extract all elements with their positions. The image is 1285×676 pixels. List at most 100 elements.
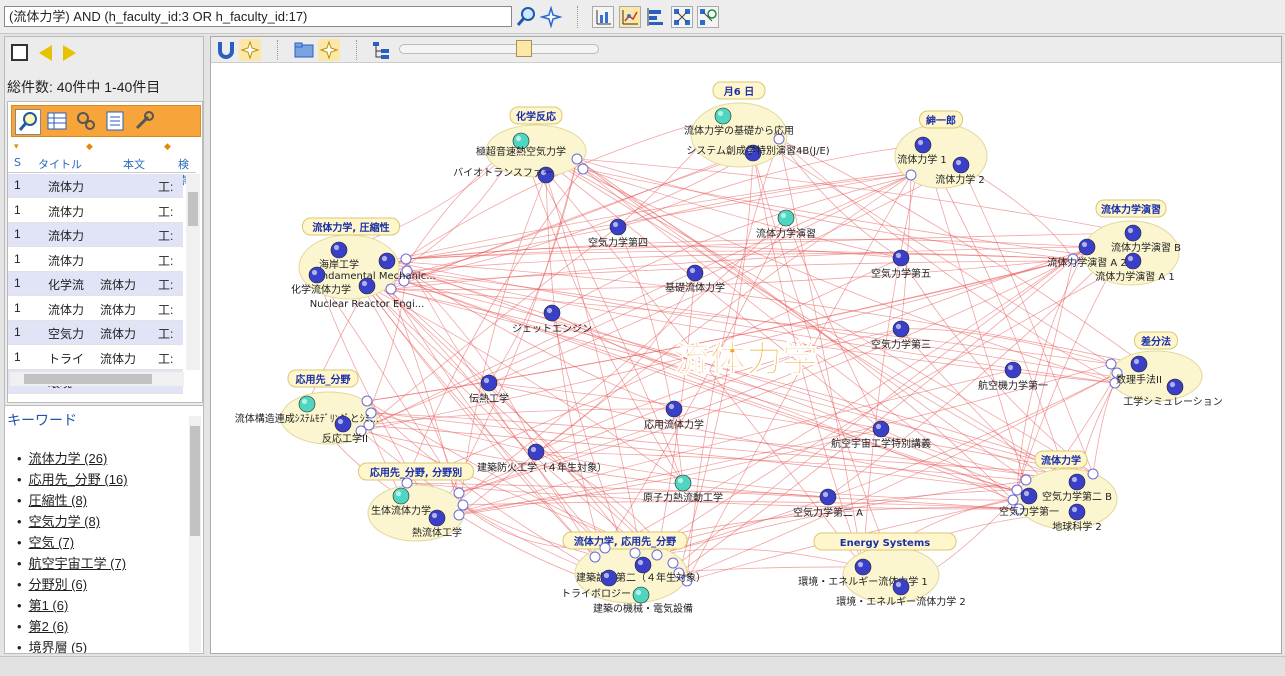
- sort-icon[interactable]: ◆: [86, 142, 93, 152]
- table-cell: 1: [14, 178, 21, 192]
- search-query-input[interactable]: (流体力学) AND (h_faculty_id:3 OR h_faculty_…: [4, 6, 512, 27]
- keyword-link[interactable]: 第1 (6): [28, 598, 69, 613]
- previous-page-icon[interactable]: [39, 45, 52, 61]
- graph-edge: [582, 168, 902, 259]
- column-header-title[interactable]: タイトル: [38, 158, 82, 171]
- graph-edge: [640, 246, 1088, 596]
- zoom-slider-thumb[interactable]: [516, 40, 532, 57]
- graph-node-label: 航空機力学第一: [978, 379, 1048, 392]
- node-highlight: [677, 477, 684, 484]
- group-anchor: [453, 487, 465, 499]
- column-header-body[interactable]: 本文: [123, 158, 145, 171]
- group-anchor: [651, 549, 663, 561]
- node-highlight: [689, 267, 696, 274]
- graph-node: [952, 156, 970, 174]
- folder-icon[interactable]: [293, 39, 315, 61]
- table-cell: 工:: [158, 278, 174, 292]
- graph-edge: [368, 408, 675, 426]
- graph-edge: [520, 140, 1094, 475]
- group-label: 流体力学演習: [1101, 203, 1161, 216]
- graph-edge: [785, 217, 882, 430]
- group-anchor: [401, 265, 413, 277]
- keyword-item: 応用先_分野 (16): [17, 469, 187, 490]
- keyword-group: [690, 102, 788, 168]
- group-anchor: [457, 499, 469, 511]
- chart-scatter-icon[interactable]: [619, 6, 641, 28]
- graph-node: [665, 400, 683, 418]
- magnet-icon[interactable]: [215, 39, 237, 61]
- chart-tree-icon[interactable]: [592, 6, 614, 28]
- graph-node-label: 流体力学の基礎から応用: [684, 124, 794, 137]
- keyword-link[interactable]: 圧縮性 (8): [28, 493, 88, 508]
- table-vertical-scrollbar[interactable]: [186, 174, 200, 370]
- bar-chart-icon[interactable]: [645, 6, 667, 28]
- graph-nodes: 極超音速熱空気力学バイオトランスファー流体力学の基礎から応用システム創成学特別演…: [235, 107, 1223, 615]
- wrench-icon[interactable]: [132, 109, 158, 135]
- table-horizontal-scrollbar[interactable]: [10, 372, 184, 386]
- graph-node-label: 空気力学第一: [999, 505, 1059, 518]
- graph-node: [298, 395, 316, 413]
- column-header-search[interactable]: 検索: [178, 158, 189, 187]
- keyword-item: 第1 (6): [17, 595, 187, 616]
- group-label-box: [287, 369, 359, 388]
- highlight-icon[interactable]: [318, 39, 340, 61]
- tree-layout-icon[interactable]: [371, 39, 393, 61]
- sparkle-icon[interactable]: [539, 5, 563, 29]
- graph-node-label: 空気力学第二 A: [793, 506, 863, 519]
- keyword-network-graph[interactable]: 化学反応月6 日紳一郎流体力学演習流体力学, 圧縮性応用先_分野差分法流体力学応…: [211, 63, 1281, 655]
- result-navigation: 総件数: 40件中 1-40件目: [5, 37, 203, 99]
- keyword-link[interactable]: 境界層 (5): [28, 640, 88, 653]
- document-list-icon[interactable]: [103, 109, 129, 135]
- graph-edge: [656, 548, 864, 568]
- sort-icon[interactable]: ▾: [14, 142, 19, 152]
- graph-node: [777, 209, 795, 227]
- keyword-link[interactable]: 流体力学 (26): [28, 451, 108, 466]
- keyword-link[interactable]: 第2 (6): [28, 619, 69, 634]
- network-icon[interactable]: [671, 6, 693, 28]
- node-highlight: [875, 423, 882, 430]
- status-bar: [0, 656, 1285, 676]
- group-label-box: [509, 106, 563, 125]
- next-page-icon[interactable]: [63, 45, 76, 61]
- keyword-link[interactable]: 応用先_分野 (16): [28, 472, 128, 487]
- keyword-title: キーワード: [7, 412, 77, 428]
- keyword-scrollbar[interactable]: [189, 416, 201, 652]
- sort-icon[interactable]: ◆: [164, 142, 171, 152]
- graph-node-label: 空気力学第三: [871, 338, 931, 351]
- keyword-link[interactable]: 航空宇宙工学 (7): [28, 556, 127, 571]
- graph-edge: [617, 144, 924, 228]
- graph-node: [358, 277, 376, 295]
- graph-edge: [576, 158, 1074, 260]
- table-cell: 化学流: [48, 278, 85, 292]
- table-cell: 1: [14, 227, 21, 241]
- toolbar-separator: [356, 40, 357, 60]
- network-zoom-icon[interactable]: [697, 6, 719, 28]
- gears-icon[interactable]: [74, 109, 100, 135]
- layout-spring-icon[interactable]: [239, 39, 261, 61]
- graph-edge: [436, 428, 882, 519]
- column-header-s[interactable]: S: [14, 156, 21, 169]
- zoom-slider[interactable]: [399, 44, 599, 54]
- select-all-checkbox[interactable]: [11, 44, 28, 61]
- graph-edge: [316, 274, 438, 519]
- table-view-icon[interactable]: [45, 109, 71, 135]
- table-cell: 1: [14, 276, 21, 290]
- keyword-panel: キーワード 流体力学 (26) 応用先_分野 (16) 圧縮性 (8) 空気力学 (8…: [5, 405, 203, 653]
- group-anchor: [577, 163, 589, 175]
- keyword-link[interactable]: 分野別 (6): [28, 577, 88, 592]
- graph-node-label: 伝熱工学: [469, 392, 509, 405]
- graph-edge: [342, 423, 1018, 491]
- keyword-link[interactable]: 空気 (7): [28, 535, 75, 550]
- group-label-box: [1034, 450, 1088, 469]
- search-view-icon[interactable]: [15, 109, 41, 135]
- search-icon[interactable]: [515, 6, 537, 28]
- keyword-link[interactable]: 空気力学 (8): [28, 514, 101, 529]
